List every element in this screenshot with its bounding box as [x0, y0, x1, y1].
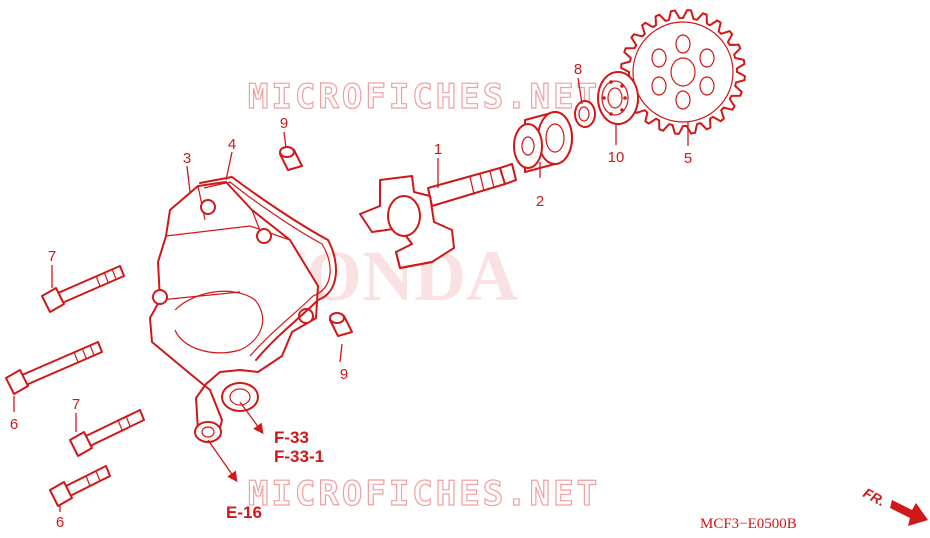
dowel-pin-lower	[329, 312, 353, 337]
callout-6-lower: 6	[56, 514, 64, 531]
diagram-code: MCF3−E0500B	[700, 516, 797, 532]
reference-f33-1: F-33-1	[274, 447, 324, 466]
reference-e16: E-16	[226, 503, 262, 522]
callout-6-upper: 6	[10, 416, 18, 433]
bearing-part	[597, 71, 639, 125]
arrow-to-f33	[239, 401, 264, 435]
drive-gear-part	[620, 9, 746, 135]
dowel-pin-upper	[279, 146, 303, 171]
mechanical-seal-part	[513, 111, 573, 173]
callout-7-upper: 7	[48, 248, 56, 265]
callout-9-upper: 9	[280, 115, 288, 132]
callout-2: 2	[536, 193, 544, 210]
bolt-7-lower	[69, 409, 145, 457]
o-ring-part	[199, 176, 338, 361]
arrow-to-e16	[207, 439, 238, 483]
reference-f33: F-33	[274, 428, 309, 447]
callout-8: 8	[574, 61, 582, 78]
callout-1: 1	[434, 141, 442, 158]
watermark-top: MICROFICHES.NET	[248, 77, 600, 117]
front-arrow-icon	[890, 500, 928, 526]
callout-3: 3	[183, 150, 191, 167]
watermark-bottom: MICROFICHES.NET	[248, 474, 600, 514]
bolt-7-upper	[41, 265, 125, 313]
seal-part	[574, 100, 596, 128]
front-direction-indicator: FR.	[861, 485, 928, 526]
callout-4: 4	[228, 136, 236, 153]
callout-9-lower: 9	[340, 366, 348, 383]
callout-7-lower: 7	[72, 396, 80, 413]
impeller-shaft-part	[359, 163, 517, 269]
water-pump-cover-part	[149, 181, 319, 443]
callout-10: 10	[608, 149, 625, 166]
front-label: FR.	[861, 485, 888, 510]
bolt-6-lower	[49, 465, 111, 507]
leader-lines	[13, 77, 689, 512]
bolt-6-upper	[5, 341, 103, 395]
callout-5: 5	[684, 150, 692, 167]
